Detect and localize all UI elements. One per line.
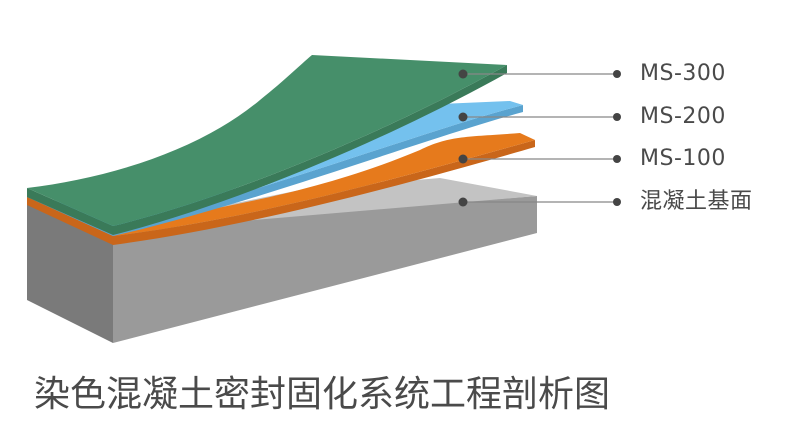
leader-dot-start-ms-200 — [458, 112, 468, 122]
ms-100-top — [27, 133, 535, 236]
ms-100-layer — [27, 133, 535, 245]
ms-200-layer — [27, 101, 523, 236]
leader-dot-start-ms-100 — [458, 154, 468, 164]
label-ms-100: MS-100 — [640, 146, 726, 171]
leader-dot-start-ms-300 — [458, 69, 468, 79]
base-front-face — [113, 196, 537, 343]
leader-dot-end-ms-300 — [613, 70, 621, 78]
leader-dot-end-ms-200 — [613, 113, 621, 121]
ms-200-top — [27, 101, 523, 228]
callout-leaders — [458, 69, 621, 207]
leader-dot-start-concrete — [458, 197, 468, 207]
ms-300-edge — [113, 65, 507, 235]
label-concrete-base: 混凝土基面 — [640, 189, 753, 214]
diagram-title: 染色混凝土密封固化系统工程剖析图 — [34, 374, 611, 415]
label-ms-200: MS-200 — [640, 104, 726, 129]
ms-300-side — [27, 188, 113, 235]
ms-300-layer — [27, 55, 507, 235]
ms-300-top — [27, 55, 507, 226]
leader-dot-end-concrete — [613, 198, 621, 206]
leader-dot-end-ms-100 — [613, 155, 621, 163]
label-ms-300: MS-300 — [640, 61, 726, 86]
